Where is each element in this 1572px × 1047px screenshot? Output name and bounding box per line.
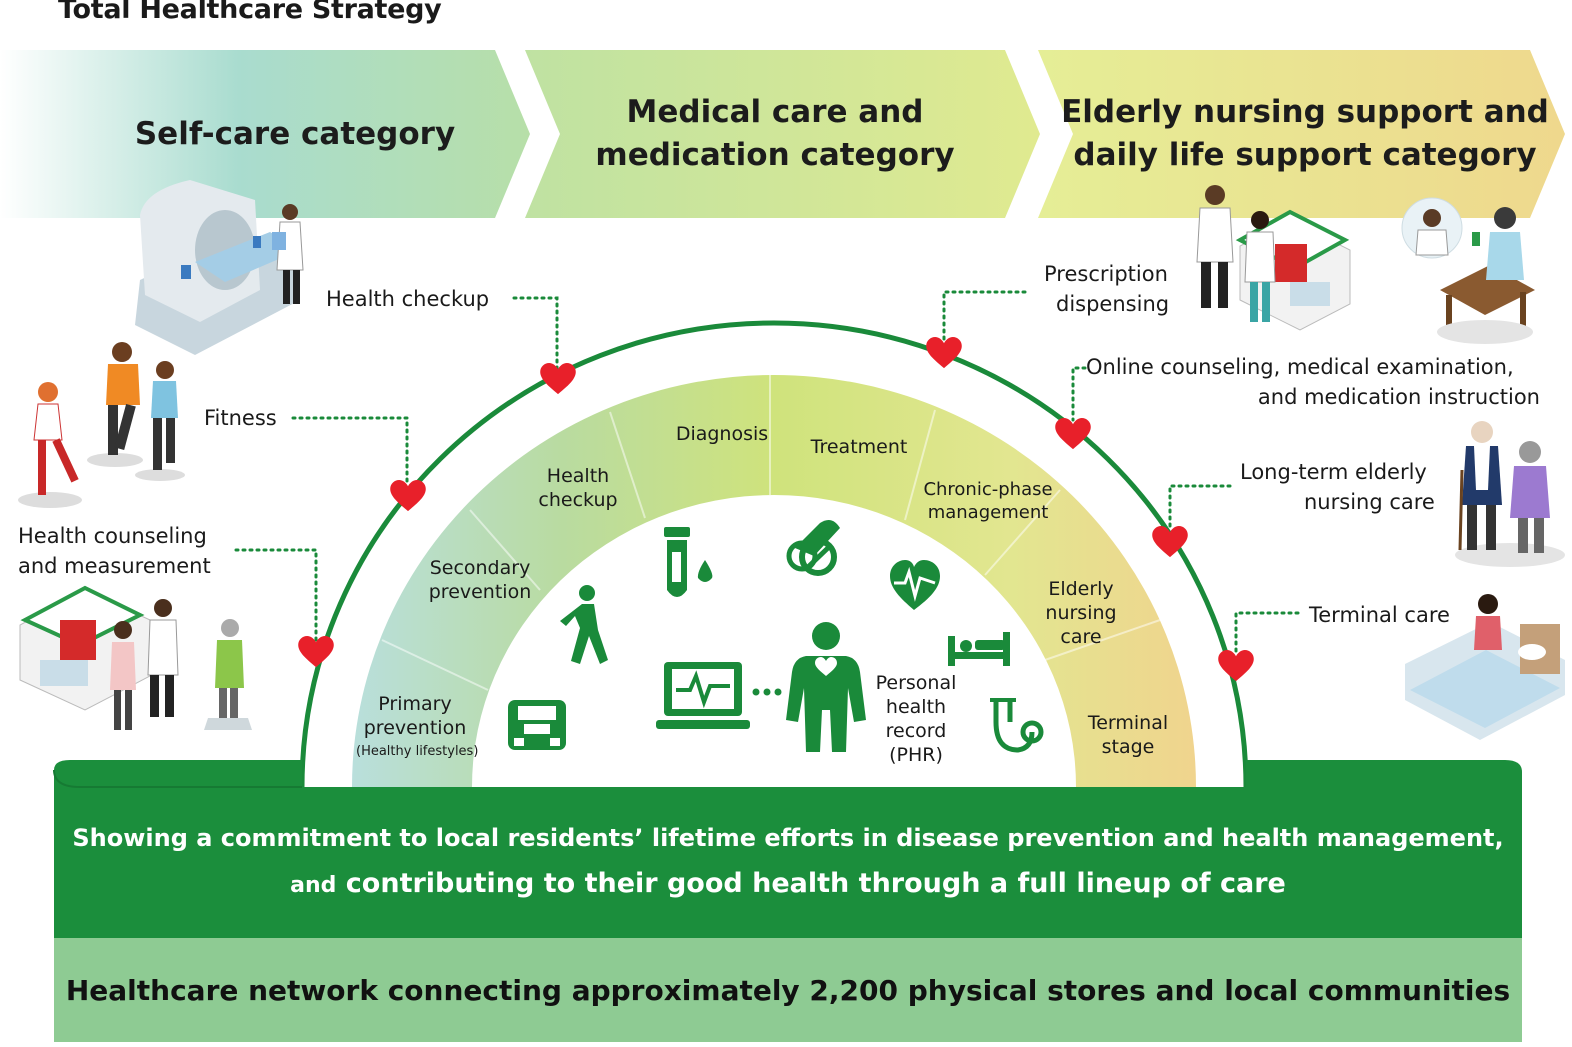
service-fitness: Fitness — [204, 406, 277, 430]
phr-line2: health — [885, 696, 947, 718]
category-selfcare-label: Self-care category — [134, 115, 456, 152]
category-medical-line2: medication category — [595, 137, 955, 173]
arc-segment-dividers — [381, 375, 1161, 691]
stage-secondary-prevention: Secondary prevention — [420, 556, 540, 604]
stage-terminal-line1: Terminal — [1087, 712, 1169, 734]
service-longterm-line2: nursing care — [1304, 490, 1435, 514]
scale-icon — [508, 700, 566, 750]
heart-marker — [1218, 650, 1254, 682]
service-terminal-care: Terminal care — [1309, 603, 1450, 627]
phr-line3: record — [885, 720, 947, 742]
stage-treatment: Treatment — [810, 436, 908, 458]
commitment-line2: and contributing to their good health th… — [290, 861, 1286, 909]
commitment-band — [54, 760, 1522, 938]
heart-pulse-icon — [890, 560, 940, 610]
hospital-bed-icon — [948, 632, 1010, 666]
commitment-line2-prefix: and — [290, 873, 337, 898]
stage-secondary-line2: prevention — [428, 581, 532, 603]
heart-marker — [1055, 418, 1091, 450]
phr-line1: Personal — [875, 672, 957, 694]
service-online-line1: Online counseling, medical examination, — [1086, 355, 1514, 379]
commitment-statement: Showing a commitment to local residents’… — [54, 787, 1522, 937]
person-heart-icon — [786, 622, 866, 752]
outer-arc-line — [299, 320, 1249, 788]
mri-scanner-illustration — [135, 180, 300, 355]
network-statement: Healthcare network connecting approximat… — [54, 938, 1522, 1042]
stage-primary-prevention: Primary prevention (Healthy lifestyles) — [356, 692, 479, 764]
stage-elderly-line2: nursing — [1045, 602, 1117, 624]
service-longterm-line1: Long-term elderly — [1240, 460, 1427, 484]
care-stage-arc-band — [352, 375, 1196, 787]
category-medical: Medical care and medication category — [555, 50, 995, 218]
test-tube-icon — [664, 527, 713, 597]
service-counseling-line1: Health counseling — [18, 524, 207, 548]
stage-primary-note: (Healthy lifestyles) — [356, 744, 479, 759]
stage-primary-line1: Primary — [378, 693, 452, 715]
service-online-line2: and medication instruction — [1257, 385, 1540, 409]
category-medical-line1: Medical care and — [626, 94, 924, 130]
band-edge — [53, 769, 302, 788]
stethoscope-icon — [990, 698, 1044, 753]
category-elderly-line1: Elderly nursing support and — [1061, 94, 1549, 130]
stage-terminal: Terminal stage — [1076, 711, 1180, 759]
commitment-line1: Showing a commitment to local residents’… — [72, 824, 1504, 852]
pills-icon — [786, 519, 840, 576]
stage-checkup-line2: checkup — [538, 489, 618, 511]
fitness-illustration — [18, 342, 185, 508]
service-prescription-line2: dispensing — [1056, 292, 1170, 316]
stage-diagnosis: Diagnosis — [675, 423, 769, 445]
heart-marker — [926, 337, 962, 369]
category-elderly: Elderly nursing support and daily life s… — [1060, 50, 1550, 218]
laptop-monitor-icon — [656, 662, 750, 729]
stage-elderly-nursing-care: Elderly nursing care — [1032, 577, 1130, 649]
category-arrow-selfcare — [0, 50, 530, 218]
stage-elderly-line3: care — [1060, 626, 1102, 648]
category-elderly-line2: daily life support category — [1073, 137, 1537, 173]
service-health-checkup: Health checkup — [326, 287, 490, 311]
pharmacists-illustration — [1196, 185, 1276, 322]
doctor-illustration — [272, 204, 304, 304]
stage-chronic-management: Chronic-phase management — [918, 478, 1058, 524]
elderly-couple-illustration — [1455, 421, 1565, 567]
stage-terminal-line2: stage — [1101, 736, 1155, 758]
phr-label: Personal health record (PHR) — [868, 671, 964, 767]
category-selfcare: Self-care category — [60, 50, 530, 218]
stage-checkup-line1: Health — [546, 465, 610, 487]
stage-elderly-line1: Elderly — [1048, 578, 1114, 600]
stage-chronic-line2: management — [927, 502, 1049, 523]
online-consultation-illustration — [1401, 197, 1535, 344]
commitment-line2-main: contributing to their good health throug… — [345, 868, 1286, 899]
service-counseling-line2: and measurement — [18, 554, 211, 578]
stage-secondary-line1: Secondary — [429, 557, 531, 579]
staff-and-customers-illustration — [110, 599, 252, 730]
phr-line4: (PHR) — [889, 744, 943, 766]
category-arrow-elderly — [1038, 50, 1565, 218]
stage-chronic-line1: Chronic-phase — [923, 479, 1053, 500]
category-arrow-medical — [525, 50, 1040, 218]
walking-person-icon — [560, 585, 608, 664]
service-prescription-line1: Prescription — [1044, 262, 1168, 286]
stage-health-checkup: Health checkup — [528, 464, 628, 512]
stage-primary-line2: prevention — [363, 717, 467, 739]
terminal-care-illustration — [1405, 594, 1565, 740]
page-title: Total Healthcare Strategy — [58, 0, 442, 25]
